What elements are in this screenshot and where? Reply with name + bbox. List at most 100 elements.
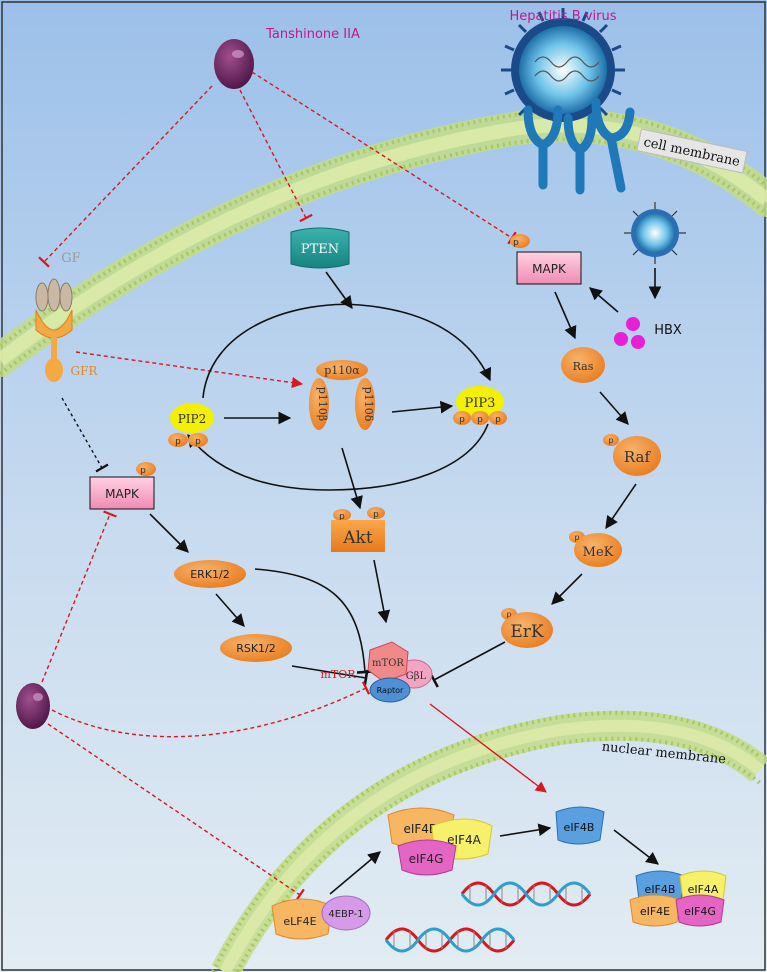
eif4e-label: eIF4E <box>403 822 436 836</box>
arrow-mapk-ras <box>554 291 577 340</box>
arrow-raf-mek <box>605 483 637 530</box>
ras-label: Ras <box>573 360 594 373</box>
eif4b-node: eIF4B <box>555 806 605 845</box>
arrow-mek-erk <box>551 573 583 605</box>
pip2-p1: p <box>175 437 181 447</box>
hbv-receptors <box>523 97 635 195</box>
erk-inhibits-mtor <box>429 641 506 688</box>
final-eif4b-label: eIF4B <box>645 883 676 896</box>
dna-helix-2 <box>384 927 516 953</box>
pip2-p2: p <box>195 437 201 447</box>
ebp1-label: 4EBP-1 <box>328 909 363 920</box>
rsk-inhibits-mtor <box>291 665 369 687</box>
pip3-p3: p <box>495 415 501 425</box>
dna-helix-1 <box>460 881 592 907</box>
gfr-to-pi3k-dashed <box>75 351 304 389</box>
raptor-label: Raptor <box>377 686 404 695</box>
akt-p2: p <box>373 510 379 520</box>
ras-node: Ras <box>561 347 605 383</box>
mapk-top-p: p <box>513 238 519 248</box>
cycle-arc-bottom <box>187 423 489 491</box>
arrow-hbx-mapk <box>589 287 619 313</box>
p110b-label: p110β <box>316 387 329 421</box>
final-eif4a-label: eIF4A <box>688 883 719 896</box>
pip3-p1: p <box>459 415 465 425</box>
pip2-node: PIP2 p p <box>168 403 214 447</box>
arrow-erk12-rsk <box>215 593 245 627</box>
mapk-left-label: MAPK <box>105 487 140 501</box>
arrow-ras-raf <box>599 391 629 425</box>
final-eif4g-label: eIF4G <box>684 905 716 918</box>
tanshinone-inhibition-lines <box>38 71 517 268</box>
eif4-complex-final: eIF4B eIF4A eIF4E eIF4G <box>629 870 727 927</box>
mtor-to-eif4b <box>429 703 547 793</box>
gbl-label: GβL <box>406 671 427 682</box>
hbv-label: Hepatitis B virus <box>509 9 616 24</box>
gfr-label: GFR <box>71 364 99 378</box>
cycle-arc-top <box>202 303 492 399</box>
pi3k-complex: p110α p110β p110δ <box>309 360 375 430</box>
hbv-virus-large <box>501 8 625 122</box>
arrow-mapk-erk12 <box>149 513 189 553</box>
raf-label: Raf <box>624 448 652 466</box>
tanshinone-label: Tanshinone IIA <box>265 27 360 42</box>
p110d-label: p110δ <box>362 387 375 422</box>
akt-label: Akt <box>342 528 373 548</box>
rsk12-node: RSK1/2 <box>220 634 292 662</box>
mek-node: p MeK <box>569 531 622 567</box>
erk-right-node: p ErK <box>501 608 553 648</box>
elf4e-4ebp1-complex: eLF4E 4EBP-1 <box>271 895 371 940</box>
tanshinone-molecule-top <box>214 39 254 89</box>
arrow-akt-mtor <box>373 559 391 624</box>
pip3-label: PIP3 <box>465 396 496 411</box>
raf-p: p <box>608 436 613 445</box>
mek-label: MeK <box>583 545 614 560</box>
mapk-left-p: p <box>140 466 146 476</box>
rsk12-label: RSK1/2 <box>236 642 276 655</box>
erk12-inhibits-mtor <box>254 568 374 674</box>
pip3-node: PIP3 p p p <box>453 386 507 425</box>
arrow-pi3k-akt <box>341 447 363 510</box>
eif4b-label: eIF4B <box>564 821 595 834</box>
mtor-sub-label: mTOR <box>372 658 404 669</box>
arrow-eif4b-final <box>613 829 660 865</box>
mek-p: p <box>574 533 579 542</box>
eif4a-label: eIF4A <box>447 833 481 847</box>
tanshinone-lower-inhibition-lines <box>41 510 371 902</box>
raf-node: p Raf <box>603 434 661 476</box>
gf-label: GF <box>61 251 80 266</box>
final-eif4e-label: eIF4E <box>640 905 670 918</box>
pten-node: PTEN <box>290 227 350 269</box>
elf4e-label: eLF4E <box>283 915 316 928</box>
tanshinone-molecule-lower <box>16 683 50 729</box>
akt-p1: p <box>339 512 345 522</box>
erk-right-label: ErK <box>510 622 544 642</box>
erk-right-p: p <box>506 610 511 619</box>
hbx-particles <box>614 317 645 349</box>
pip2-label: PIP2 <box>178 412 207 426</box>
mtor-complex-label: mTOR <box>320 668 356 681</box>
mapk-top-node: p MAPK <box>510 234 582 285</box>
gfr-receptor <box>35 278 73 382</box>
erk12-node: ERK1/2 <box>174 560 246 588</box>
arrow-pi3k-pip3 <box>391 400 454 414</box>
mapk-top-label: MAPK <box>532 262 567 276</box>
gfr-to-mapk-dashed <box>61 397 109 473</box>
mtor-complex: GβL mTOR Raptor <box>367 641 433 703</box>
hbv-virus-small <box>624 202 686 264</box>
eif4-complex-top: eIF4E eIF4A eIF4G <box>387 807 493 876</box>
arrow-4ebp1-eif4e <box>329 851 381 895</box>
erk12-label: ERK1/2 <box>190 568 230 581</box>
eif4g-label: eIF4G <box>409 852 444 866</box>
akt-node: p p Akt <box>331 507 385 552</box>
p110a-label: p110α <box>324 364 360 377</box>
pten-label: PTEN <box>301 242 339 257</box>
mapk-left-node: p MAPK <box>89 462 156 510</box>
pip3-p2: p <box>477 415 483 425</box>
nuclear-membrane <box>211 710 767 972</box>
hbx-label: HBX <box>654 323 682 338</box>
arrow-pten <box>325 271 353 310</box>
